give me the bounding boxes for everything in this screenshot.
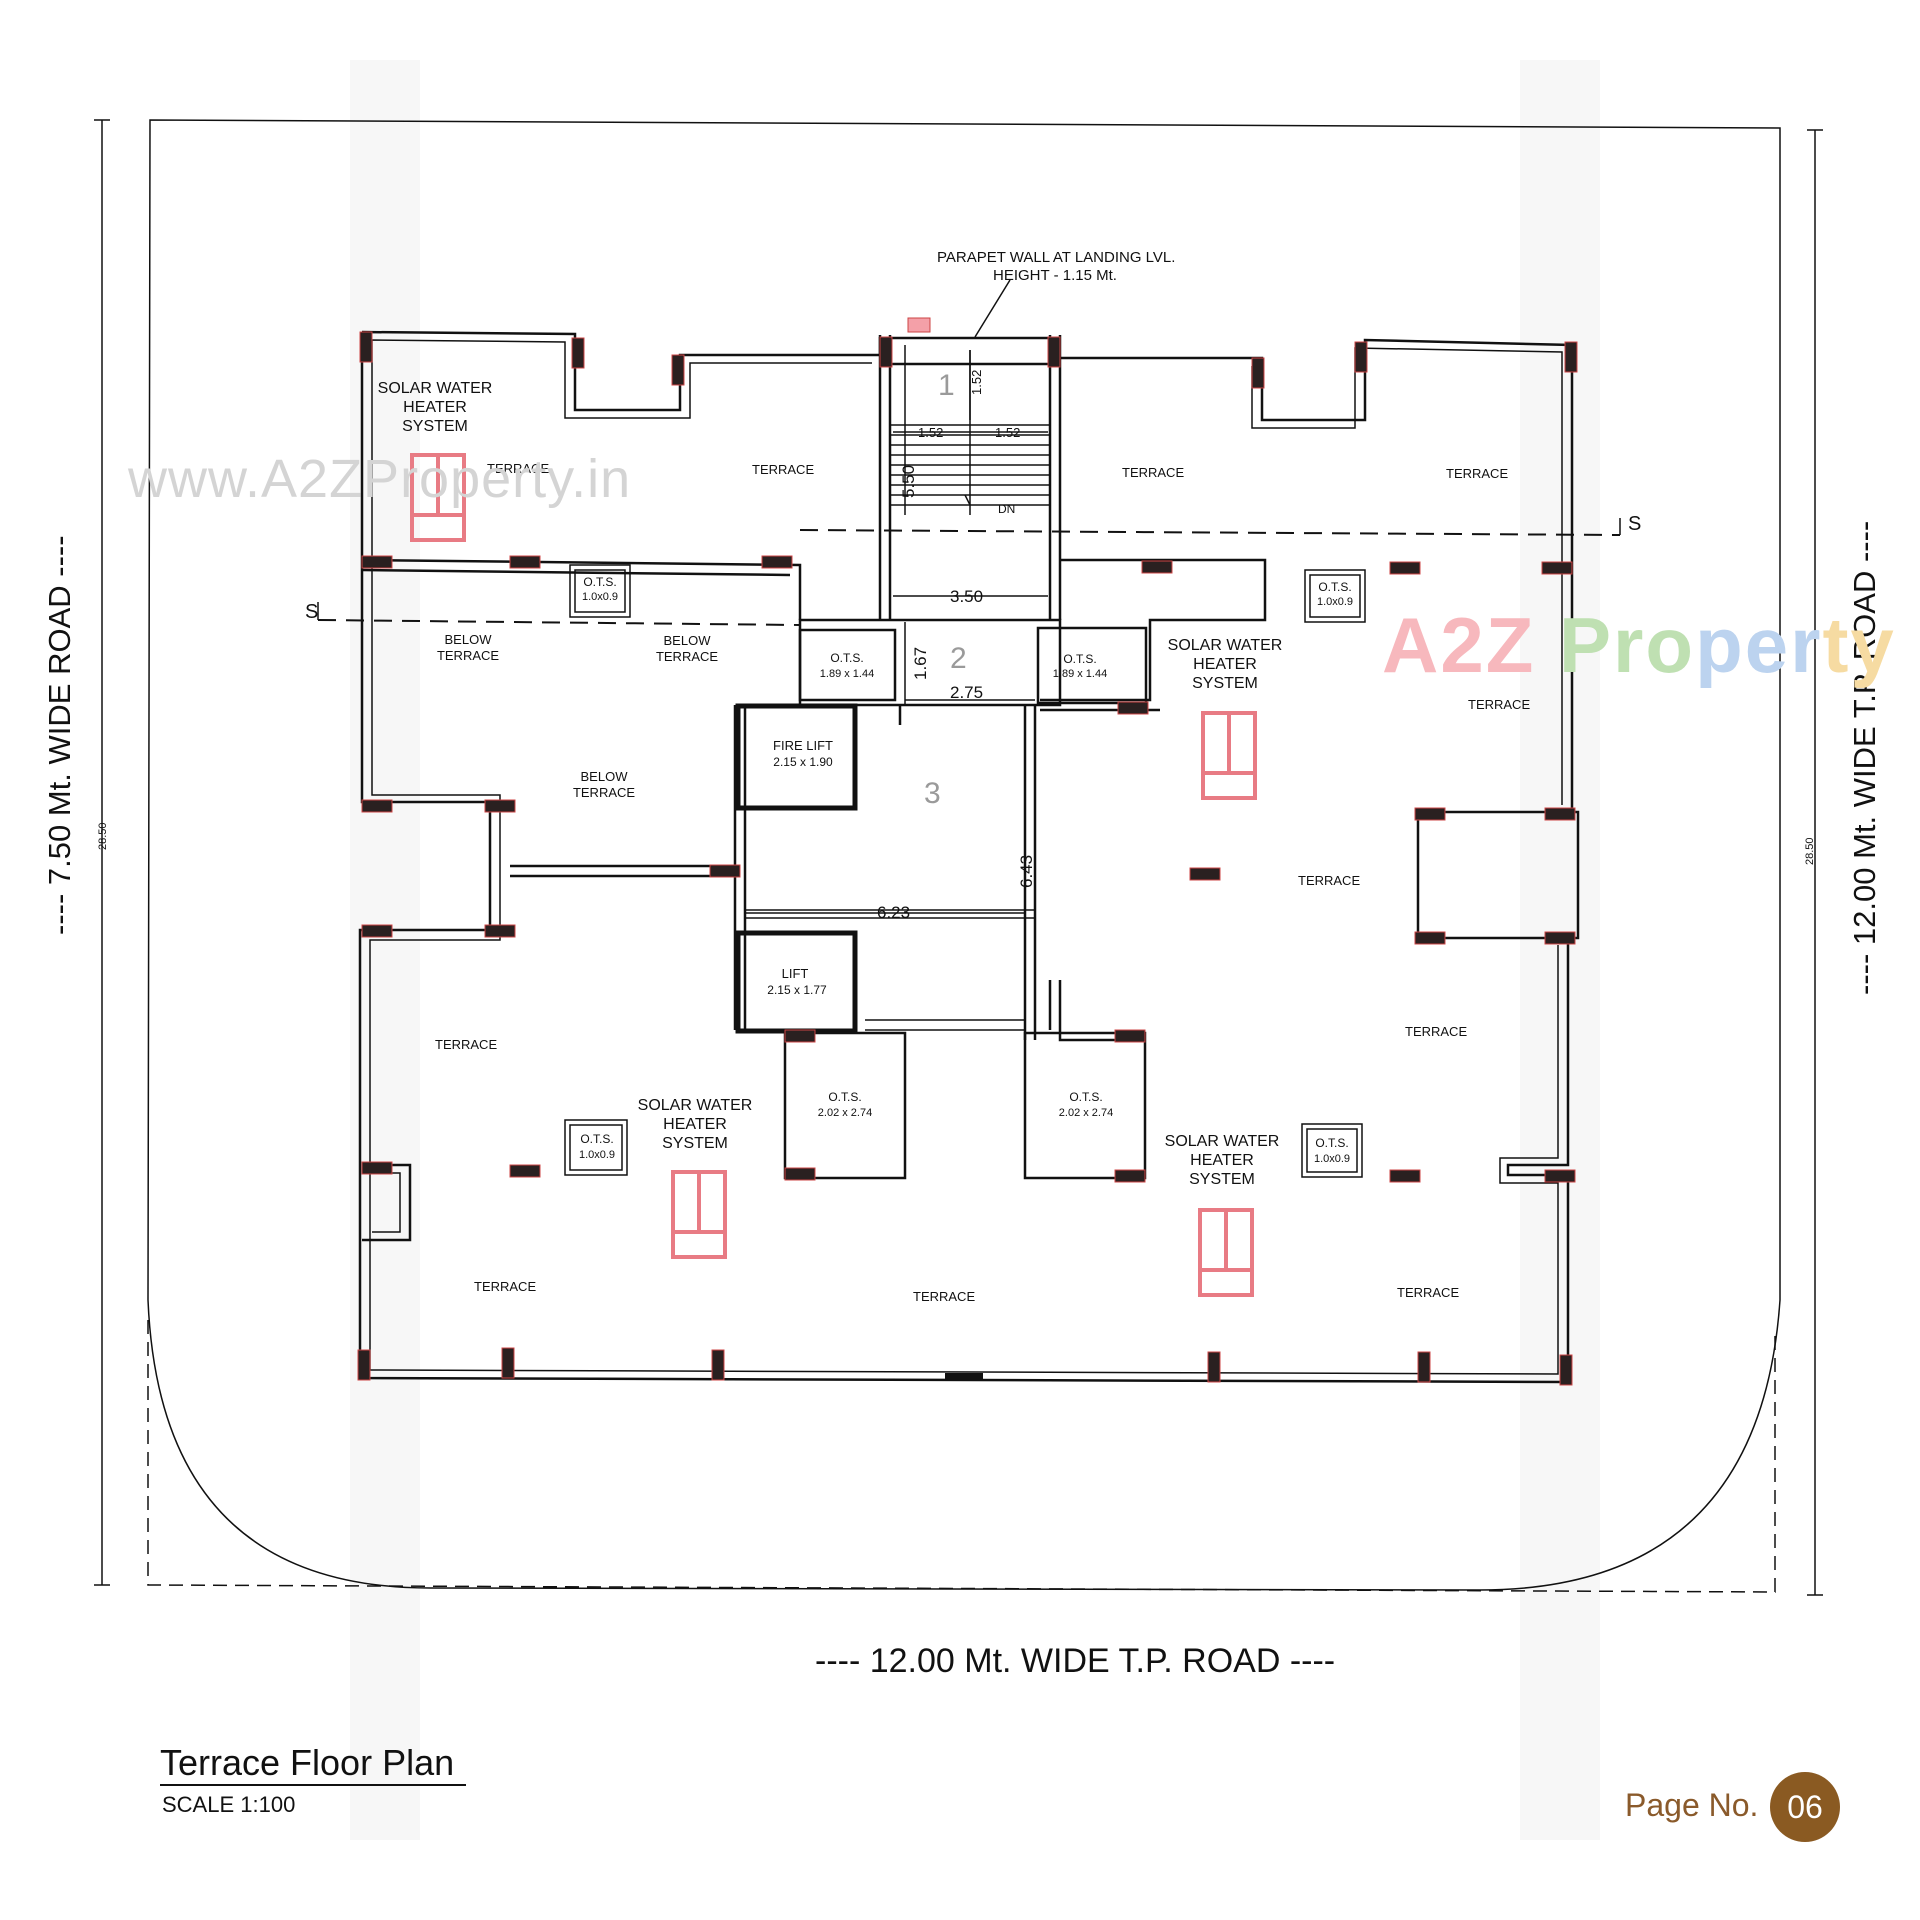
lift-shaft	[735, 930, 858, 1034]
right-road-label: ---- 12.00 Mt. WIDE T.P. ROAD ----	[1847, 521, 1882, 995]
ots-lower-right-size: 2.02 x 2.74	[1059, 1107, 1113, 1119]
below-terrace-2b: TERRACE	[656, 649, 718, 664]
solar-label-ne-3: SYSTEM	[1192, 675, 1258, 692]
solar-label-sw-3: SYSTEM	[662, 1135, 728, 1152]
terrace-label: TERRACE	[1468, 697, 1530, 712]
terrace-label: TERRACE	[487, 461, 549, 476]
solar-label-nw-2: HEATER	[403, 399, 467, 416]
lift-size: 2.15 x 1.77	[767, 983, 827, 997]
parapet-note-line-1: PARAPET WALL AT LANDING LVL.	[937, 249, 1175, 266]
below-terrace-1b: TERRACE	[437, 648, 499, 663]
terrace-label: TERRACE	[752, 462, 814, 477]
parapet-note-line-2: HEIGHT - 1.15 Mt.	[993, 267, 1117, 284]
zone-number-1: 1	[938, 369, 955, 402]
ots-duct-core-left	[798, 628, 897, 702]
ots-se-size: 1.0x0.9	[1314, 1153, 1350, 1165]
plot-setback-dashed	[147, 1320, 1776, 1593]
ots-nw-size: 1.0x0.9	[582, 591, 618, 603]
dim-1-52-a: 1.52	[918, 425, 943, 440]
terrace-label: TERRACE	[1298, 873, 1360, 888]
left-road-label: ---- 7.50 Mt. WIDE ROAD ----	[42, 535, 77, 935]
ots-core-left-size: 1.89 x 1.44	[820, 668, 874, 680]
dim-2-75: 2.75	[950, 683, 983, 702]
solar-label-nw-3: SYSTEM	[402, 418, 468, 435]
dimension-lines	[745, 345, 1048, 1028]
dim-1-52-c: 1.52	[969, 370, 984, 395]
solar-heater-markers	[410, 317, 1257, 1297]
terrace-label: TERRACE	[474, 1279, 536, 1294]
dim-5-50: 5.50	[899, 465, 918, 498]
ots-lower-right-label: O.T.S.	[1069, 1090, 1102, 1104]
dim-1-52-b: 1.52	[995, 425, 1020, 440]
ots-nw-label: O.T.S.	[583, 575, 616, 589]
solar-label-sw-1: SOLAR WATER	[638, 1097, 753, 1114]
solar-label-nw-1: SOLAR WATER	[378, 380, 493, 397]
watermark-url: www.A2ZProperty.in	[128, 449, 632, 509]
ots-lower-left-size: 2.02 x 2.74	[818, 1107, 872, 1119]
ots-ne-size: 1.0x0.9	[1317, 596, 1353, 608]
section-line: S S	[305, 513, 1641, 626]
door-opening	[945, 1373, 983, 1381]
ots-duct-lower-left	[783, 1031, 907, 1180]
ots-core-right-size: 1.89 x 1.44	[1053, 668, 1107, 680]
terrace-label: TERRACE	[1397, 1285, 1459, 1300]
left-plot-dimension: 28.50	[97, 822, 109, 850]
paper-fold-right	[1520, 60, 1600, 1840]
ots-small-ducts	[564, 564, 1366, 1178]
solar-label-sw-2: HEATER	[663, 1116, 727, 1133]
columns	[357, 331, 1578, 1386]
ots-duct-core-right	[1036, 626, 1148, 705]
lift-label: LIFT	[782, 966, 809, 981]
ots-sw-label: O.T.S.	[580, 1132, 613, 1146]
dim-6-43: 6.43	[1017, 855, 1036, 888]
section-marker-right: S	[1628, 513, 1641, 535]
zone-number-3: 3	[924, 777, 941, 810]
ots-core-right-label: O.T.S.	[1063, 652, 1096, 666]
dim-1-67: 1.67	[911, 647, 930, 680]
fire-lift-shaft	[735, 703, 858, 811]
below-terrace-1a: BELOW	[445, 632, 493, 647]
ots-lower-left-label: O.T.S.	[828, 1090, 861, 1104]
page-number-label: Page No.	[1625, 1787, 1759, 1823]
zone-number-2: 2	[950, 642, 967, 675]
stair-down-label: DN	[998, 502, 1015, 516]
page-number-badge: 06	[1770, 1772, 1840, 1842]
below-terrace-3b: TERRACE	[573, 785, 635, 800]
solar-label-ne-2: HEATER	[1193, 656, 1257, 673]
dim-3-50: 3.50	[950, 587, 983, 606]
plan-scale: SCALE 1:100	[162, 1792, 296, 1817]
plan-title: Terrace Floor Plan	[160, 1742, 467, 1786]
parapet-leader-line	[974, 279, 1011, 338]
terrace-label: TERRACE	[435, 1037, 497, 1052]
solar-label-se-3: SYSTEM	[1189, 1171, 1255, 1188]
plan-labels: PARAPET WALL AT LANDING LVL. HEIGHT - 1.…	[378, 249, 1531, 1304]
solar-label-se-1: SOLAR WATER	[1165, 1133, 1280, 1150]
ots-se-label: O.T.S.	[1315, 1136, 1348, 1150]
solar-label-ne-1: SOLAR WATER	[1168, 637, 1283, 654]
fire-lift-label: FIRE LIFT	[773, 738, 833, 753]
right-plot-dimension: 28.50	[1804, 837, 1816, 865]
ots-duct-lower-right	[1023, 1031, 1147, 1180]
section-marker-left: S	[305, 601, 318, 623]
stair-treads	[890, 350, 1050, 515]
terrace-label: TERRACE	[1405, 1024, 1467, 1039]
fire-lift-size: 2.15 x 1.90	[773, 755, 833, 769]
below-terrace-2a: BELOW	[664, 633, 712, 648]
below-terrace-3a: BELOW	[581, 769, 629, 784]
terrace-label: TERRACE	[913, 1289, 975, 1304]
bottom-road-label: ---- 12.00 Mt. WIDE T.P. ROAD ----	[815, 1642, 1335, 1680]
ots-sw-size: 1.0x0.9	[579, 1149, 615, 1161]
terrace-label: TERRACE	[1446, 466, 1508, 481]
terrace-label: TERRACE	[1122, 465, 1184, 480]
ots-ne-label: O.T.S.	[1318, 580, 1351, 594]
solar-label-se-2: HEATER	[1190, 1152, 1254, 1169]
ots-core-left-label: O.T.S.	[830, 651, 863, 665]
watermark-logo: A2Z Property	[1382, 601, 1896, 689]
dim-6-23: 6.23	[877, 903, 910, 922]
